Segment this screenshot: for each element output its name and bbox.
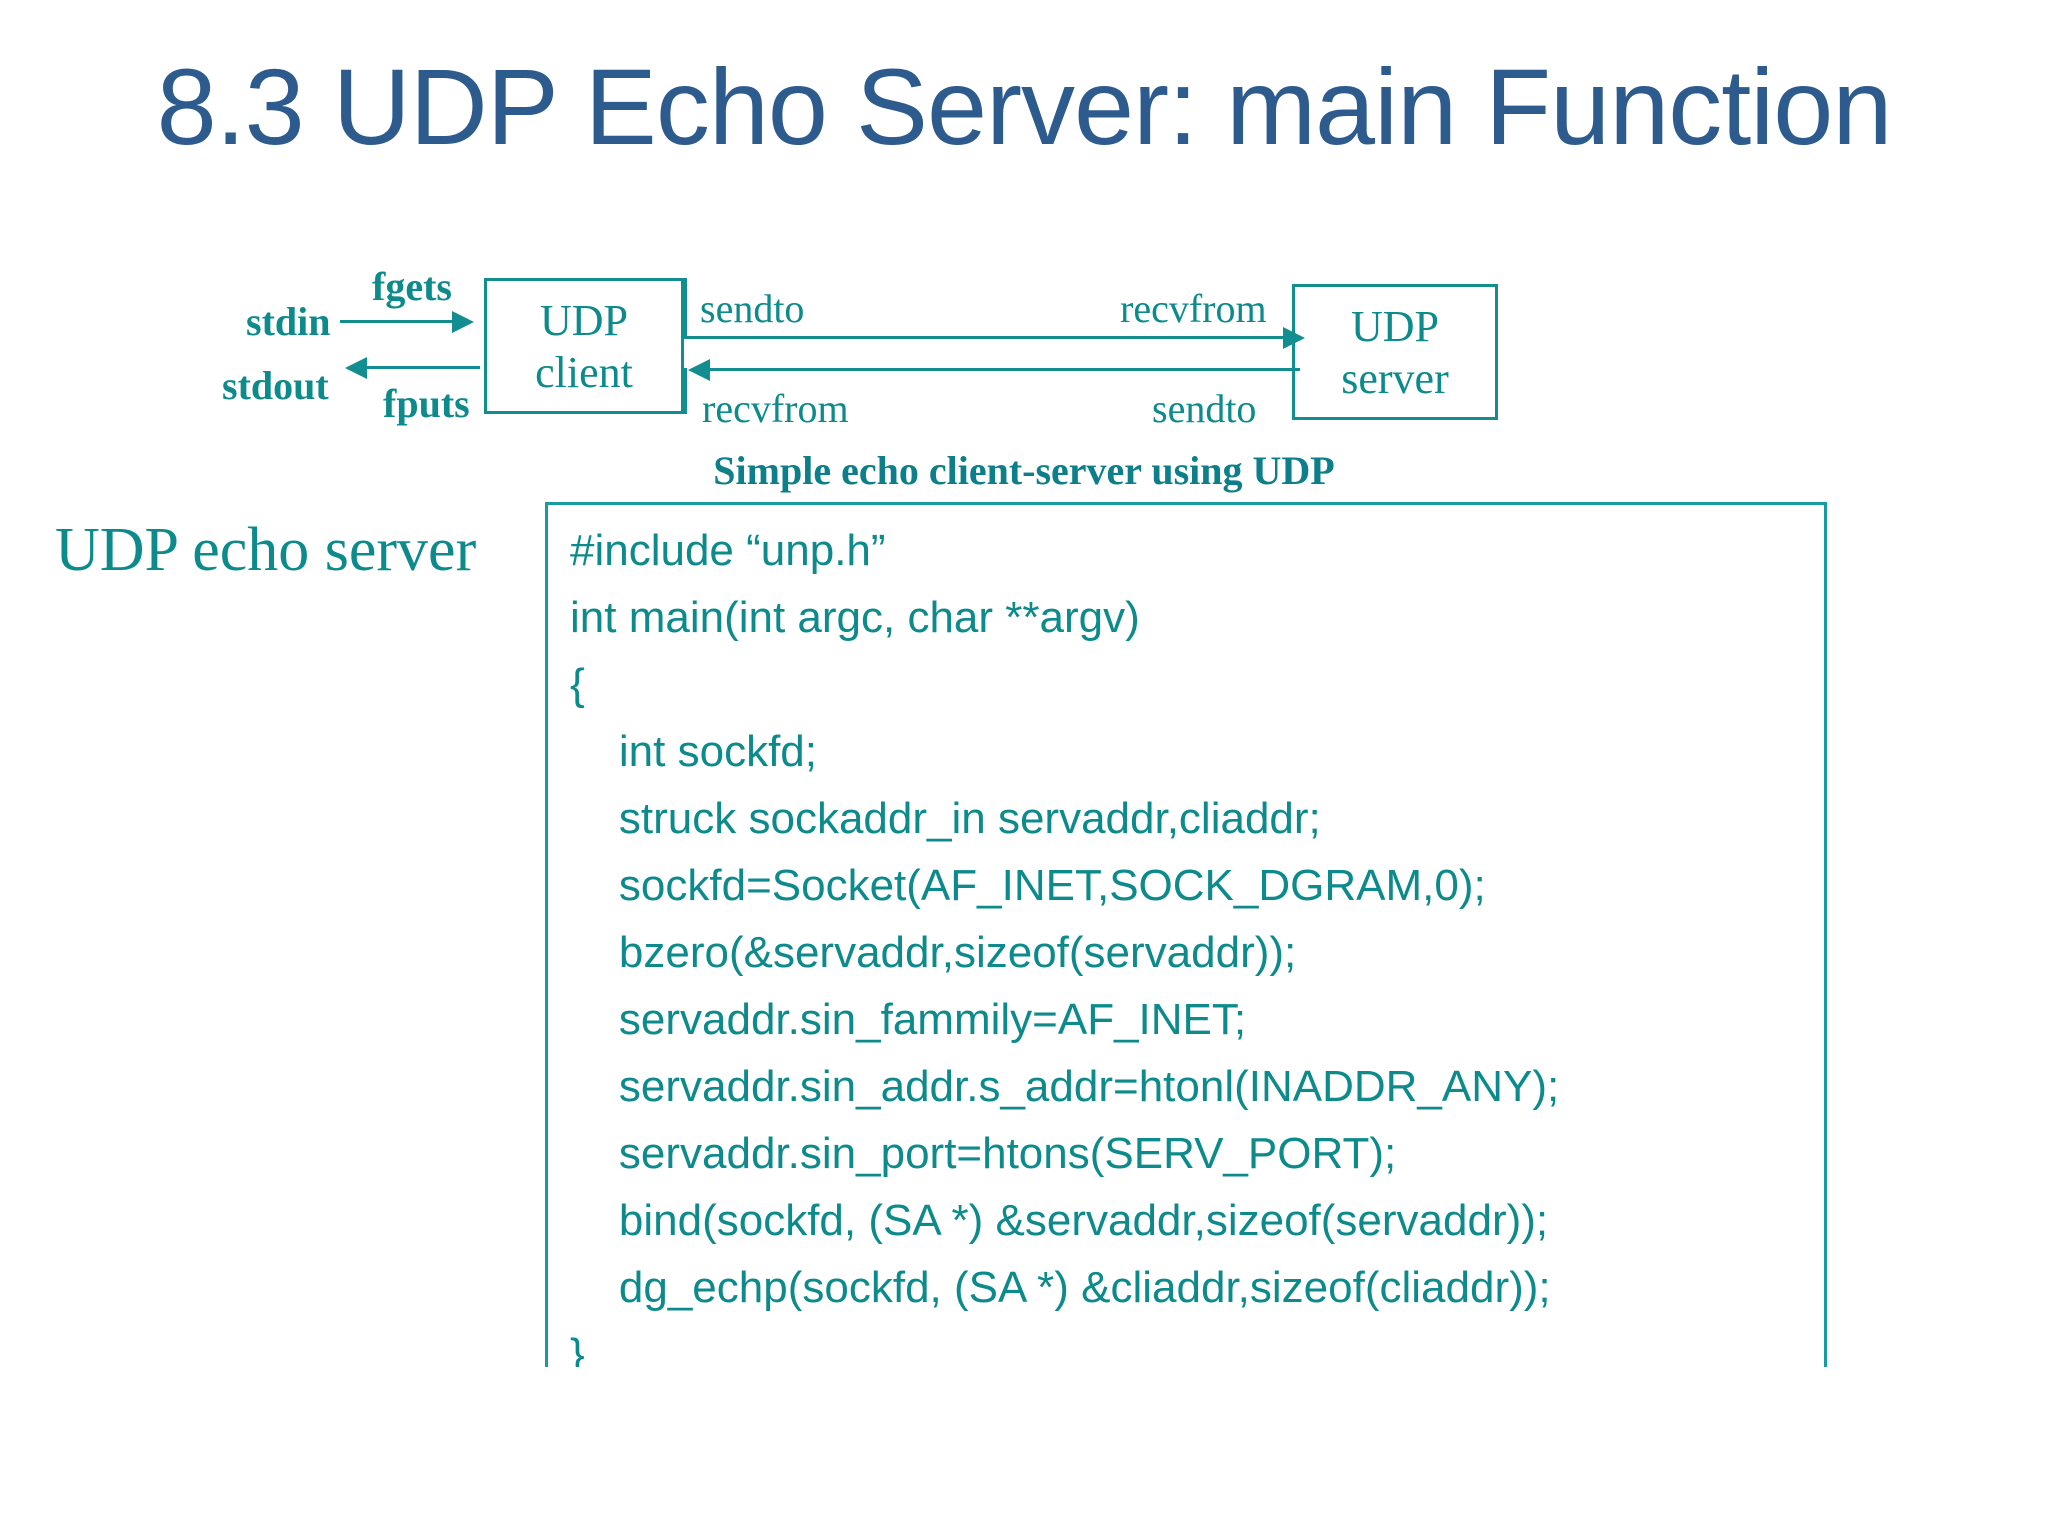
code-line: int sockfd; [570, 727, 817, 776]
udp-client-server-diagram: stdin stdout fgets fputs UDP client send… [0, 0, 2048, 500]
code-side-label: UDP echo server [55, 516, 477, 584]
page-title: 8.3 UDP Echo Server: main Function [156, 46, 1893, 167]
recvfrom-bottom-label: recvfrom [702, 386, 849, 431]
code-line: bzero(&servaddr,sizeof(servaddr)); [570, 928, 1297, 977]
udp-server-box-line2: server [1341, 354, 1449, 403]
server-to-client-arrow-line [700, 368, 1300, 371]
code-line: sockfd=Socket(AF_INET,SOCK_DGRAM,0); [570, 861, 1486, 910]
code-line: bind(sockfd, (SA *) &servaddr,sizeof(ser… [570, 1196, 1549, 1245]
code-line: #include “unp.h” [570, 526, 886, 575]
fgets-label: fgets [372, 264, 452, 309]
client-box-right-edge-bottom [684, 368, 687, 414]
udp-server-box: UDP server [1292, 284, 1498, 420]
fputs-arrow-line [355, 366, 480, 369]
client-box-right-edge-top [684, 278, 687, 336]
diagram-caption: Simple echo client-server using UDP [713, 448, 1335, 493]
fputs-arrow-head-icon [345, 357, 367, 379]
code-line: servaddr.sin_addr.s_addr=htonl(INADDR_AN… [570, 1062, 1560, 1111]
code-line: servaddr.sin_fammily=AF_INET; [570, 995, 1247, 1044]
sendto-bottom-label: sendto [1152, 386, 1257, 431]
code-line: int main(int argc, char **argv) [570, 593, 1140, 642]
fgets-arrow-line [340, 320, 455, 323]
client-to-server-arrow-line [684, 336, 1300, 339]
sendto-top-label: sendto [700, 286, 805, 331]
fputs-label: fputs [383, 381, 470, 426]
recvfrom-top-label: recvfrom [1120, 286, 1267, 331]
udp-client-box: UDP client [484, 278, 684, 414]
server-to-client-arrow-head-icon [688, 359, 710, 381]
code-listing: #include “unp.h” int main(int argc, char … [570, 517, 1824, 1367]
code-line: { [570, 660, 585, 709]
code-line: struck sockaddr_in servaddr,cliaddr; [570, 794, 1321, 843]
code-line: dg_echp(sockfd, (SA *) &cliaddr,sizeof(c… [570, 1263, 1551, 1312]
code-line: } [570, 1330, 585, 1367]
udp-client-box-line2: client [535, 348, 633, 397]
stdin-label: stdin [246, 299, 331, 344]
stdout-label: stdout [222, 363, 329, 408]
udp-server-box-line1: UDP [1350, 302, 1440, 351]
code-line: servaddr.sin_port=htons(SERV_PORT); [570, 1129, 1397, 1178]
fgets-arrow-head-icon [452, 311, 474, 333]
udp-client-box-line1: UDP [539, 296, 629, 345]
code-panel: #include “unp.h” int main(int argc, char … [545, 502, 1827, 1367]
